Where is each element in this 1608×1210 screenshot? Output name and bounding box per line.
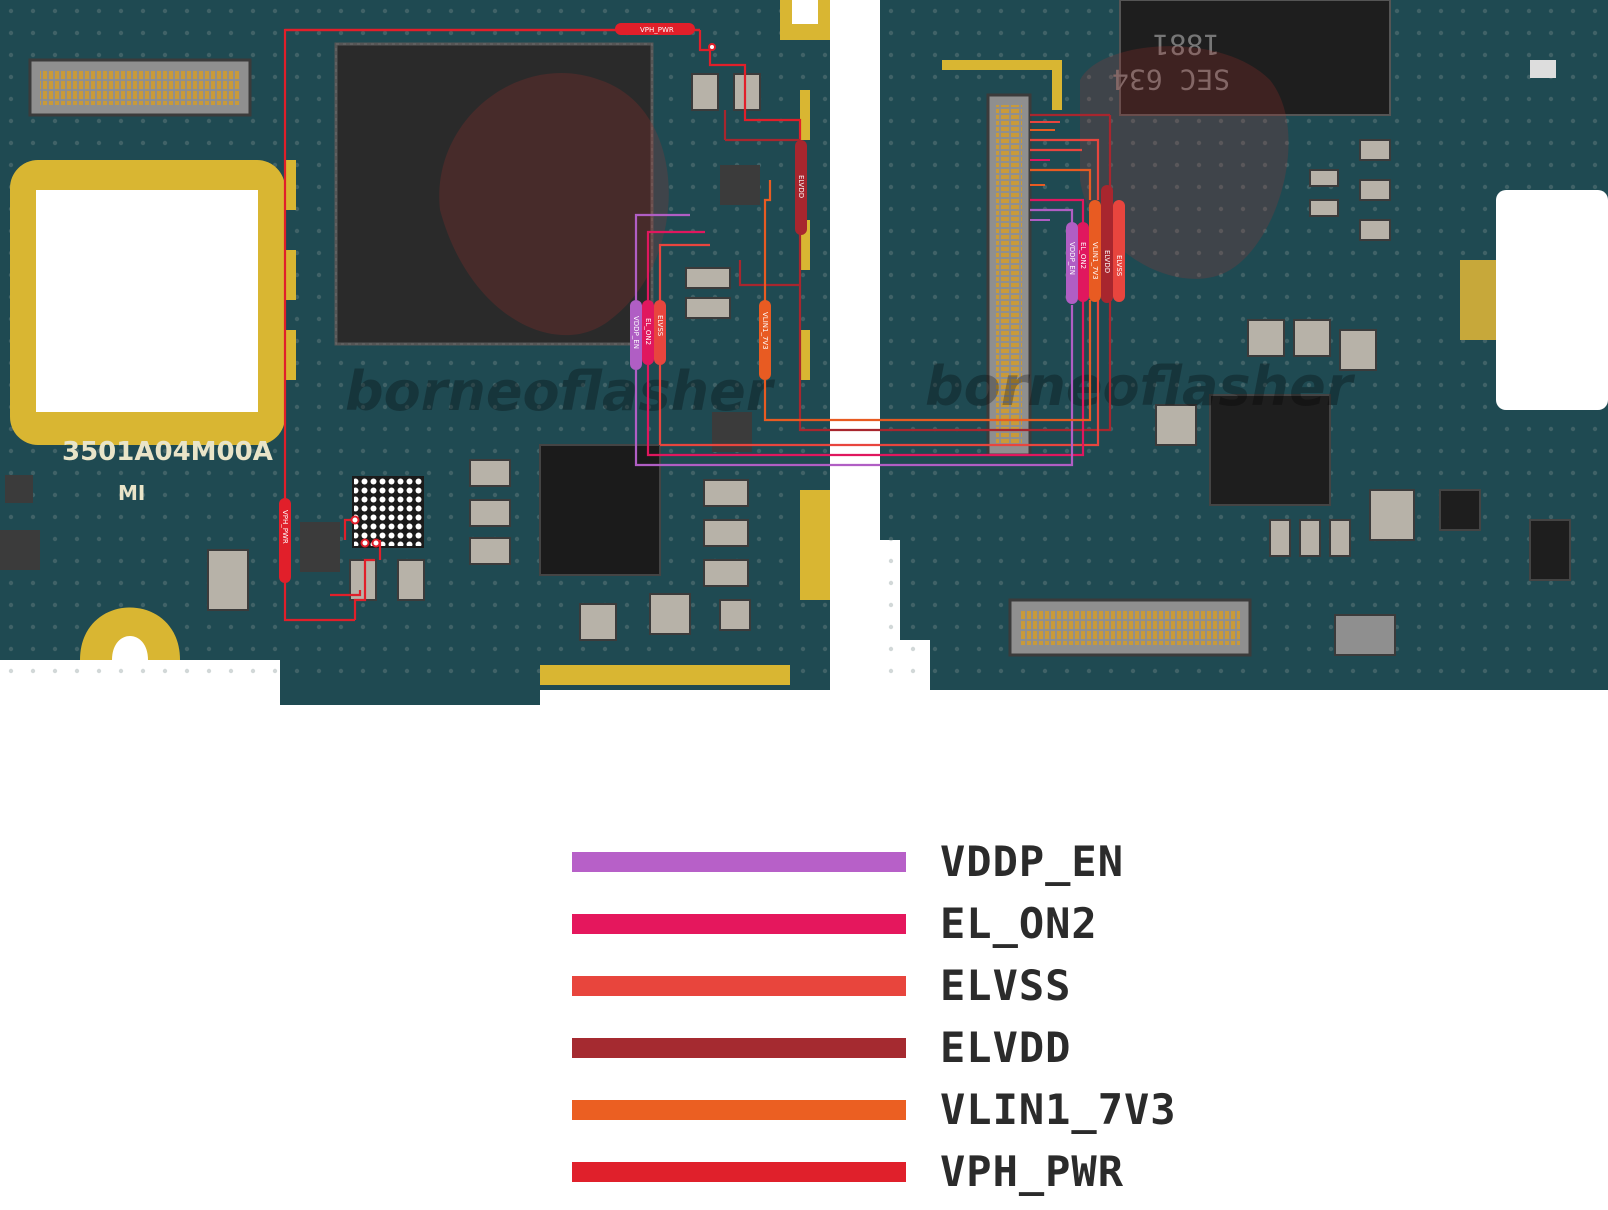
left-board: 3501A04M00A MI (0, 0, 830, 705)
legend-label: VPH_PWR (940, 1147, 1125, 1196)
right-board: 1881 SEC 634 (880, 0, 1608, 690)
watermark-logo (439, 46, 1289, 336)
chip-marking-1: 1881 (1153, 28, 1220, 61)
pad-el-on2-right (1077, 222, 1089, 302)
legend-label: VDDP_EN (940, 837, 1125, 886)
legend-label: EL_ON2 (940, 899, 1098, 948)
watermark-left: borneoflasher (345, 360, 776, 423)
left-part-number: 3501A04M00A (62, 437, 273, 467)
connector-stubs (1030, 121, 1060, 221)
left-logo: MI (118, 481, 145, 505)
pad-label-elvss-left: ELVSS (656, 315, 664, 337)
legend-item-vlin1-7v3: VLIN1_7V3 (572, 1086, 1272, 1148)
pad-label-vlin1-7v3-right: VLIN1_7V3 (1091, 242, 1099, 280)
pad-label-vddp-en-right: VDDP_EN (1068, 242, 1076, 275)
legend-swatch (572, 1162, 906, 1182)
legend-item-el-on2: EL_ON2 (572, 900, 1272, 962)
pad-label-elvdd-right: ELVDD (1103, 250, 1111, 273)
legend-swatch (572, 914, 906, 934)
pad-label-el-on2-right: EL_ON2 (1079, 242, 1087, 269)
legend-swatch (572, 852, 906, 872)
vph-vias (350, 43, 716, 548)
trace-vlin1-7v3 (763, 168, 1092, 422)
pad-label-elvss-right: ELVSS (1115, 255, 1123, 277)
legend-item-elvdd: ELVDD (572, 1024, 1272, 1086)
pad-vddp-en-right (1066, 222, 1078, 304)
trace-vph-pwr (283, 28, 802, 622)
pad-elvss-left (654, 300, 666, 365)
schematic-board: 3501A04M00A MI 1881 SEC 634 (0, 0, 1608, 705)
legend-item-vph-pwr: VPH_PWR (572, 1148, 1272, 1210)
pad-label-vddp-en-left: VDDP_EN (632, 316, 640, 349)
legend-item-elvss: ELVSS (572, 962, 1272, 1024)
legend-label: ELVDD (940, 1023, 1072, 1072)
pad-elvdd-left (795, 140, 807, 235)
pad-vlin1-7v3-right (1089, 200, 1101, 302)
pad-label-el-on2-left: EL_ON2 (644, 318, 652, 345)
legend-label: ELVSS (940, 961, 1072, 1010)
pad-label-vph-left: VPH_PWR (281, 510, 289, 544)
trace-elvss (658, 138, 1100, 447)
pad-vddp-en-left (630, 300, 642, 370)
chip-marking-2: SEC 634 (1112, 63, 1230, 96)
pad-vlin1-7v3-left (759, 300, 771, 380)
legend-swatch (572, 1100, 906, 1120)
legend-swatch (572, 1038, 906, 1058)
pad-vph-left (279, 498, 291, 583)
legend: VDDP_EN EL_ON2 ELVSS ELVDD VLIN1_7V3 VPH… (572, 838, 1272, 1210)
pad-vph-top (615, 23, 695, 35)
watermark-right: borneoflasher (925, 355, 1356, 418)
legend-swatch (572, 976, 906, 996)
legend-item-vddp-en: VDDP_EN (572, 838, 1272, 900)
pad-el-on2-left (642, 300, 654, 365)
pad-elvdd-right (1101, 185, 1113, 303)
pad-label-vlin1-7v3-left: VLIN1_7V3 (761, 312, 769, 350)
pad-label-vph-top: VPH_PWR (640, 26, 674, 34)
pad-label-elvdd-left: ELVDD (797, 175, 805, 198)
pad-elvss-right (1113, 200, 1125, 302)
legend-label: VLIN1_7V3 (940, 1085, 1177, 1134)
